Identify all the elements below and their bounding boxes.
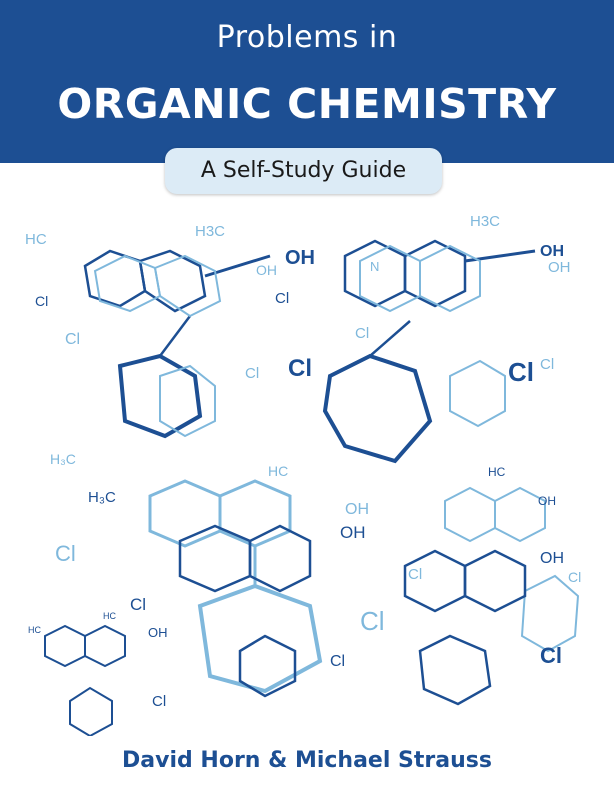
label-cl: Cl	[245, 365, 259, 382]
cover-tagline: A Self-Study Guide	[200, 158, 407, 183]
label-hc: HC	[103, 611, 116, 621]
label-cl: Cl	[65, 331, 80, 348]
label-cl: Cl	[540, 643, 562, 668]
label-oh: OH	[285, 247, 315, 269]
molecule-1-shadow	[93, 254, 222, 438]
label-cl: Cl	[508, 357, 534, 387]
label-cl: Cl	[330, 653, 345, 670]
label-oh: OH	[256, 262, 277, 278]
label-cl: Cl	[55, 541, 76, 566]
label-cl: Cl	[130, 595, 146, 614]
molecule-1	[83, 249, 271, 439]
molecule-4-dark	[403, 549, 527, 706]
molecule-2	[322, 239, 536, 464]
label-oh: OH	[148, 625, 168, 640]
label-cl: Cl	[568, 569, 581, 585]
tagline-pill: A Self-Study Guide	[165, 148, 442, 194]
label-cl: Cl	[152, 693, 166, 710]
label-hc: HC	[268, 463, 288, 479]
cover-title: ORGANIC CHEMISTRY	[57, 80, 557, 128]
molecule-labels: HC H3C OH OH Cl Cl Cl Cl H3C OH OH N Cl …	[25, 213, 581, 710]
label-oh: OH	[538, 494, 556, 508]
molecule-illustration: HC H3C OH OH Cl Cl Cl Cl H3C OH OH N Cl …	[25, 213, 581, 736]
label-hc: HC	[488, 465, 506, 479]
label-oh: OH	[548, 259, 571, 276]
molecule-4	[444, 486, 580, 653]
label-cl: Cl	[540, 356, 554, 373]
cover-subtitle-top: Problems in	[216, 20, 398, 55]
label-hc: HC	[25, 231, 47, 248]
title-banner: Problems in ORGANIC CHEMISTRY	[0, 0, 614, 163]
label-h3c: H₃C	[88, 489, 116, 506]
label-oh: OH	[540, 550, 564, 567]
molecule-3	[148, 479, 323, 694]
label-cl: Cl	[408, 566, 422, 583]
label-h3c: H3C	[470, 213, 500, 230]
label-n: N	[370, 259, 379, 274]
label-cl: Cl	[360, 606, 385, 636]
cover-authors: David Horn & Michael Strauss	[122, 748, 492, 773]
label-h3c: H₃C	[50, 451, 76, 467]
label-oh: OH	[345, 501, 369, 518]
molecule-5	[44, 624, 126, 736]
molecule-3-dark	[178, 524, 312, 698]
molecule-2-shadow	[359, 244, 506, 428]
label-oh: OH	[540, 243, 564, 260]
label-oh: OH	[340, 523, 366, 542]
label-hc: HC	[28, 625, 41, 635]
label-cl: Cl	[275, 290, 289, 307]
label-cl: Cl	[288, 355, 312, 382]
label-cl: Cl	[355, 325, 369, 342]
label-h3c: H3C	[195, 223, 225, 240]
label-cl: Cl	[35, 293, 48, 309]
